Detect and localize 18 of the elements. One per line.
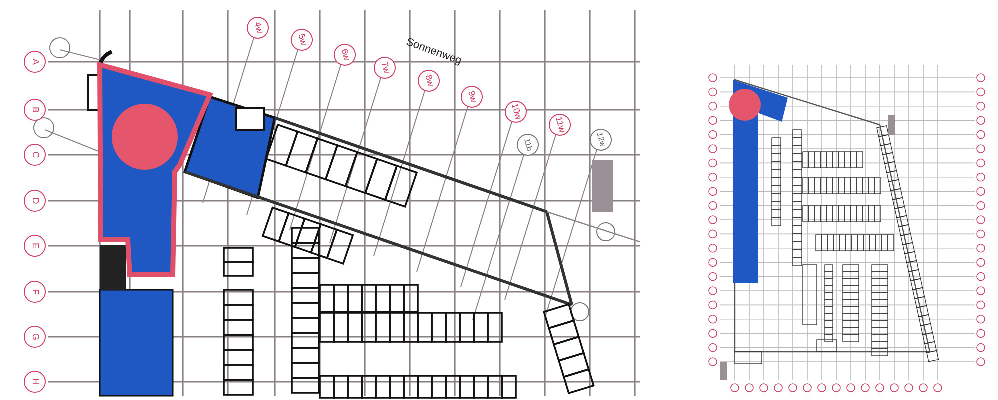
grid-column-bubble: 8w [416, 68, 442, 94]
grid-column-bubble: 11b [514, 132, 542, 158]
grid-row-bubble: B [24, 99, 46, 121]
grid-column-bubble: 7w [372, 54, 398, 82]
grid-column-bubble: 6w [332, 42, 358, 68]
grid-row-bubble: H [24, 371, 46, 393]
grid-column-bubble: 9w [458, 84, 486, 110]
grid-column-bubble: 10w [502, 98, 530, 126]
grid-row-bubble: G [24, 326, 46, 348]
grid-row-bubble: D [24, 190, 46, 212]
grid-column-bubble: 12w [588, 126, 614, 154]
grid-column-bubble: 5w [288, 26, 316, 54]
grid-row-bubble: A [24, 51, 46, 73]
grid-column-bubble: 11w [546, 112, 574, 138]
grid-row-bubble: C [24, 144, 46, 166]
grid-row-bubble: F [24, 281, 46, 303]
grid-column-bubble: 4w [244, 14, 272, 42]
grid-row-bubble: E [24, 235, 46, 257]
